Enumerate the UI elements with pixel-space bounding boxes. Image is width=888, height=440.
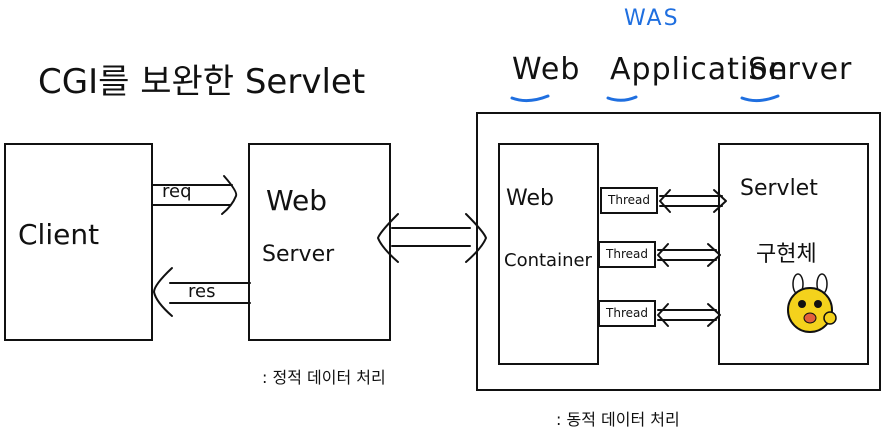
web-server-box bbox=[248, 143, 391, 341]
thread3-arrow bbox=[657, 303, 721, 327]
web-container-label-line2: Container bbox=[504, 250, 592, 271]
res-label: res bbox=[188, 281, 216, 302]
was-title-server: Server bbox=[748, 52, 853, 87]
thread-box-2: Thread bbox=[598, 241, 656, 268]
server-was-double-arrow bbox=[377, 213, 487, 263]
thread-box-1: Thread bbox=[600, 187, 658, 214]
was-title-application: Application bbox=[610, 52, 789, 87]
was-note: : 동적 데이터 처리 bbox=[556, 410, 680, 429]
web-server-label-line2: Server bbox=[262, 242, 335, 267]
client-label: Client bbox=[18, 218, 100, 251]
underline-server bbox=[740, 94, 780, 103]
was-label: WAS bbox=[624, 6, 680, 31]
thread2-arrow bbox=[657, 243, 721, 267]
left-title: CGI를 보완한 Servlet bbox=[38, 62, 366, 102]
was-title-web: Web bbox=[512, 52, 581, 87]
servlet-label-line2: 구현체 bbox=[756, 242, 817, 267]
thread-box-3: Thread bbox=[598, 300, 656, 327]
web-server-label-line1: Web bbox=[266, 184, 328, 217]
client-box bbox=[4, 143, 153, 341]
res-arrow bbox=[153, 267, 251, 317]
thread1-arrow bbox=[659, 189, 727, 213]
req-arrow bbox=[151, 175, 238, 215]
req-label: req bbox=[162, 181, 192, 202]
web-server-note: : 정적 데이터 처리 bbox=[262, 368, 386, 387]
servlet-label-line1: Servlet bbox=[740, 176, 818, 201]
underline-web bbox=[510, 94, 550, 103]
underline-application bbox=[606, 95, 638, 102]
mascot-thumbs-up-icon bbox=[787, 273, 837, 333]
web-container-label-line1: Web bbox=[506, 186, 554, 211]
